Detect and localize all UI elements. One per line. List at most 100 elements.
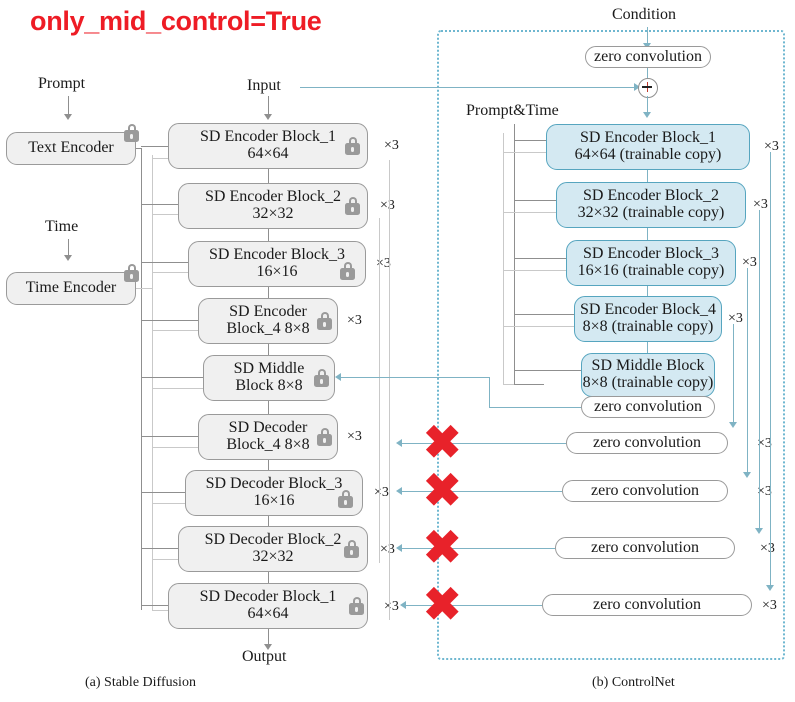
lock-icon — [345, 197, 360, 215]
cn-time-bus-line — [503, 133, 504, 384]
cn-flow-1-2 — [647, 170, 648, 182]
zero-conv-2-arrow-head — [396, 487, 402, 495]
cn-encoder-block-3[interactable]: SD Encoder Block_3 16×16 (trainable copy… — [566, 240, 736, 286]
sd-decoder-1-repeat: ×3 — [384, 599, 399, 614]
prompt-bus-line — [141, 148, 142, 610]
flow-2-3 — [268, 229, 269, 241]
cn-time-branch-4 — [503, 326, 574, 327]
sd-decoder-2-repeat: ×3 — [380, 542, 395, 557]
zero-conv-label: zero convolution — [594, 47, 702, 65]
zero-conv-to-plus — [647, 68, 648, 78]
cn-encoder-block-1[interactable]: SD Encoder Block_1 64×64 (trainable copy… — [546, 124, 750, 170]
condition-line — [647, 27, 648, 45]
zero-conv-2-line — [400, 491, 562, 492]
cn-repeat-arrow-3 — [747, 268, 748, 474]
block-title: SD Encoder Block_2 — [205, 188, 341, 206]
block-title: SD Encoder Block_2 — [583, 187, 719, 205]
time-branch-3 — [152, 272, 188, 273]
block-title: SD Middle Block — [591, 357, 705, 375]
cn-prompt-branch-mid — [514, 370, 581, 371]
cn-repeat-arrow-4-head — [729, 422, 737, 428]
cn-zero-conv-4-repeat: ×3 — [762, 598, 777, 613]
sd-decoder-block-3[interactable]: SD Decoder Block_3 16×16 — [185, 470, 363, 516]
sd-encoder-block-4[interactable]: SD Encoder Block_4 8×8 — [198, 298, 338, 344]
block-title: SD Encoder Block_1 — [580, 129, 716, 147]
block-subtitle: 64×64 — [247, 605, 289, 622]
cn-encoder-block-2[interactable]: SD Encoder Block_2 32×32 (trainable copy… — [556, 182, 746, 228]
block-title: SD Encoder — [229, 303, 307, 321]
zero-conv-label: zero convolution — [594, 397, 702, 415]
cn-prompt-branch-4 — [514, 314, 574, 315]
block-subtitle: 16×16 (trainable copy) — [577, 262, 725, 279]
cn-time-bus-bottom — [503, 384, 514, 385]
cn-time-branch-1 — [503, 152, 546, 153]
cn-middle-zero-convolution[interactable]: zero convolution — [581, 396, 715, 418]
sd-middle-block[interactable]: SD Middle Block 8×8 — [203, 355, 335, 401]
time-arrow-head — [64, 255, 72, 261]
lock-icon — [349, 597, 364, 615]
time-branch-4 — [152, 330, 198, 331]
x-mark-2: ✖ — [423, 464, 462, 516]
block-subtitle: 32×32 — [252, 205, 294, 222]
time-branch-2 — [152, 214, 178, 215]
prompt-branch-dec3 — [141, 492, 185, 493]
time-branch-mid — [152, 388, 203, 389]
skip-line-mid — [379, 218, 380, 563]
cn-block-2-repeat: ×3 — [753, 197, 768, 212]
text-encoder-block[interactable]: Text Encoder — [6, 132, 136, 165]
cn-zero-conv-1-repeat: ×3 — [757, 436, 772, 451]
cn-flow-2-3 — [647, 228, 648, 240]
zero-conv-3-line — [400, 548, 555, 549]
lock-icon — [124, 124, 139, 142]
cn-zero-convolution-3[interactable]: zero convolution — [555, 537, 735, 559]
sd-decoder-block-1[interactable]: SD Decoder Block_1 64×64 — [168, 583, 368, 629]
zero-conv-label: zero convolution — [593, 595, 701, 613]
cn-zero-convolution-1[interactable]: zero convolution — [566, 432, 728, 454]
flow-dec3-dec2 — [268, 516, 269, 526]
cn-prompt-bus-line — [514, 124, 515, 384]
cn-repeat-arrow-2-head — [755, 528, 763, 534]
caption-right: (b) ControlNet — [592, 675, 675, 690]
output-line — [268, 629, 269, 646]
prompt-branch-dec4 — [141, 436, 198, 437]
condition-label: Condition — [612, 6, 677, 23]
sd-decoder-block-4[interactable]: SD Decoder Block_4 8×8 — [198, 414, 338, 460]
sd-encoder-block-2[interactable]: SD Encoder Block_2 32×32 — [178, 183, 368, 229]
mid-feedback-arrow-head — [335, 373, 341, 381]
sd-encoder-block-1[interactable]: SD Encoder Block_1 64×64 — [168, 123, 368, 169]
time-encoder-block[interactable]: Time Encoder — [6, 272, 136, 305]
flow-1-2 — [268, 169, 269, 183]
cn-flow-3-4 — [647, 286, 648, 296]
prompt-branch-4 — [141, 320, 198, 321]
zero-conv-label: zero convolution — [591, 481, 699, 499]
cn-repeat-arrow-4 — [733, 324, 734, 424]
page-title: only_mid_control=True — [30, 6, 322, 36]
sd-decoder-4-repeat: ×3 — [347, 429, 362, 444]
block-subtitle: 64×64 (trainable copy) — [574, 146, 722, 163]
sd-decoder-3-repeat: ×3 — [374, 485, 389, 500]
cn-prompt-branch-1 — [514, 140, 546, 141]
cn-encoder-block-4[interactable]: SD Encoder Block_4 8×8 (trainable copy) — [574, 296, 722, 342]
cn-zero-convolution-4[interactable]: zero convolution — [542, 594, 752, 616]
sd-decoder-block-2[interactable]: SD Decoder Block_2 32×32 — [178, 526, 368, 572]
condition-zero-convolution[interactable]: zero convolution — [585, 46, 711, 68]
lock-icon — [124, 264, 139, 282]
lock-icon — [340, 262, 355, 280]
zero-conv-label: zero convolution — [591, 538, 699, 556]
lock-icon — [317, 428, 332, 446]
time-label: Time — [45, 218, 79, 235]
prompt-branch-dec1 — [141, 605, 168, 606]
prompt-branch-2 — [141, 204, 178, 205]
cn-middle-block[interactable]: SD Middle Block 8×8 (trainable copy) — [581, 353, 715, 397]
cn-time-branch-3 — [503, 270, 566, 271]
prompt-branch-mid — [141, 377, 203, 378]
sd-block-2-repeat: ×3 — [380, 198, 395, 213]
sd-block-1-repeat: ×3 — [384, 138, 399, 153]
zero-conv-3-arrow-head — [396, 544, 402, 552]
sd-encoder-block-3[interactable]: SD Encoder Block_3 16×16 — [188, 241, 366, 287]
cn-zero-convolution-2[interactable]: zero convolution — [562, 480, 728, 502]
cn-prompt-branch-2 — [514, 200, 556, 201]
prompt-branch-3 — [141, 262, 188, 263]
input-label: Input — [247, 77, 281, 94]
output-label: Output — [242, 648, 287, 665]
